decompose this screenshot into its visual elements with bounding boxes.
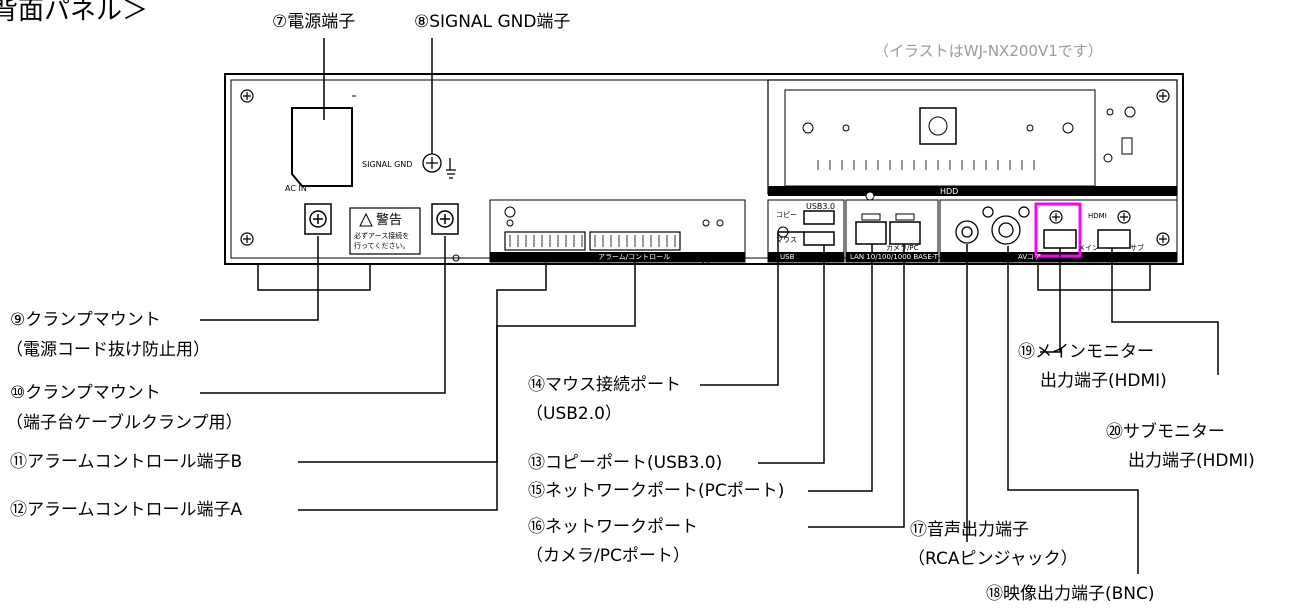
callout-network-pc: ⑮ネットワークポート(PCポート) (528, 481, 785, 501)
av-label: AVコア (1018, 253, 1042, 261)
callout-clamp-mount-power: ⑨クランプマウント (10, 310, 161, 330)
callout-clamp-mount-power-sub: （電源コード抜け防止用） (6, 340, 210, 360)
clamp-mount-2 (431, 203, 459, 235)
section-title: 背面パネル＞ (0, 0, 149, 26)
corner-screw-icons (240, 89, 1170, 246)
callout-sub-monitor-sub: 出力端子(HDMI) (1128, 451, 1255, 471)
ac-in-label: AC IN (285, 184, 307, 193)
callout-audio-out: ⑰音声出力端子 (910, 520, 1029, 540)
warning-text-2: 行ってください。 (354, 242, 410, 250)
callout-network-camera: ⑯ネットワークポート (528, 517, 698, 537)
callout-main-monitor: ⑲メインモニター (1018, 342, 1154, 362)
hdd-label: HDD (940, 187, 959, 196)
leader-lines (200, 38, 1219, 574)
callout-video-out: ⑱映像出力端子(BNC) (986, 584, 1155, 604)
lan-label: LAN 10/100/1000 BASE-T (850, 253, 938, 261)
callout-main-monitor-sub: 出力端子(HDMI) (1040, 371, 1167, 391)
terminal-block-b (504, 231, 586, 251)
foot-right (1037, 264, 1151, 291)
terminal-block-a (589, 231, 681, 251)
power-inlet (291, 107, 353, 187)
usb30-label: USB3.0 (806, 202, 836, 211)
callout-clamp-mount-cable: ⑩クランプマウント (10, 383, 161, 403)
callout-alarm-b: ⑪アラームコントロール端子B (10, 452, 243, 472)
callout-copy-port: ⑬コピーポート(USB3.0) (528, 453, 723, 473)
alarm-label: アラーム/コントロール (598, 253, 671, 261)
callout-mouse-port-sub: （USB2.0） (526, 404, 622, 424)
lan-port-camera (889, 221, 921, 245)
camera-pc-label: カメラ/PC (886, 244, 919, 252)
lan-port-pc (855, 221, 887, 245)
illustration-note: （イラストはWJ-NX200V1です） (874, 42, 1103, 60)
callout-clamp-mount-cable-sub: （端子台ケーブルクランプ用） (6, 413, 243, 433)
signal-gnd-label: SIGNAL GND (362, 160, 413, 169)
sub-label: サブ (1130, 244, 1144, 252)
hdmi-sub-port (1097, 229, 1131, 249)
main-label: メイン (1078, 244, 1099, 252)
highlight-box (1034, 202, 1082, 258)
warning-label (349, 207, 421, 255)
usb-label: USB (780, 253, 795, 261)
clamp-mount-1 (304, 203, 332, 235)
rca-jack (955, 220, 979, 244)
callout-sub-monitor: ⑳サブモニター (1106, 422, 1225, 442)
mouse-label: マウス (776, 236, 797, 244)
hdmi-label: HDMI (1088, 212, 1107, 220)
warning-text-1: 必ずアース接続を (354, 232, 410, 240)
hdd-slots (817, 160, 1035, 170)
warning-title: 警告 (376, 213, 403, 228)
usb20-port (803, 231, 835, 246)
callout-power-terminal: ⑦電源端子 (272, 12, 356, 32)
usb30-port (803, 210, 835, 225)
callout-mouse-port: ⑭マウス接続ポート (528, 375, 681, 395)
callout-network-camera-sub: （カメラ/PCポート） (526, 546, 690, 566)
callout-audio-out-sub: （RCAピンジャック） (908, 549, 1078, 569)
callout-signal-gnd: ⑧SIGNAL GND端子 (414, 12, 571, 32)
foot-left (257, 264, 371, 291)
callout-alarm-a: ⑫アラームコントロール端子A (10, 500, 243, 520)
bnc-jack (991, 215, 1021, 245)
copy-label: コピー (776, 211, 797, 219)
